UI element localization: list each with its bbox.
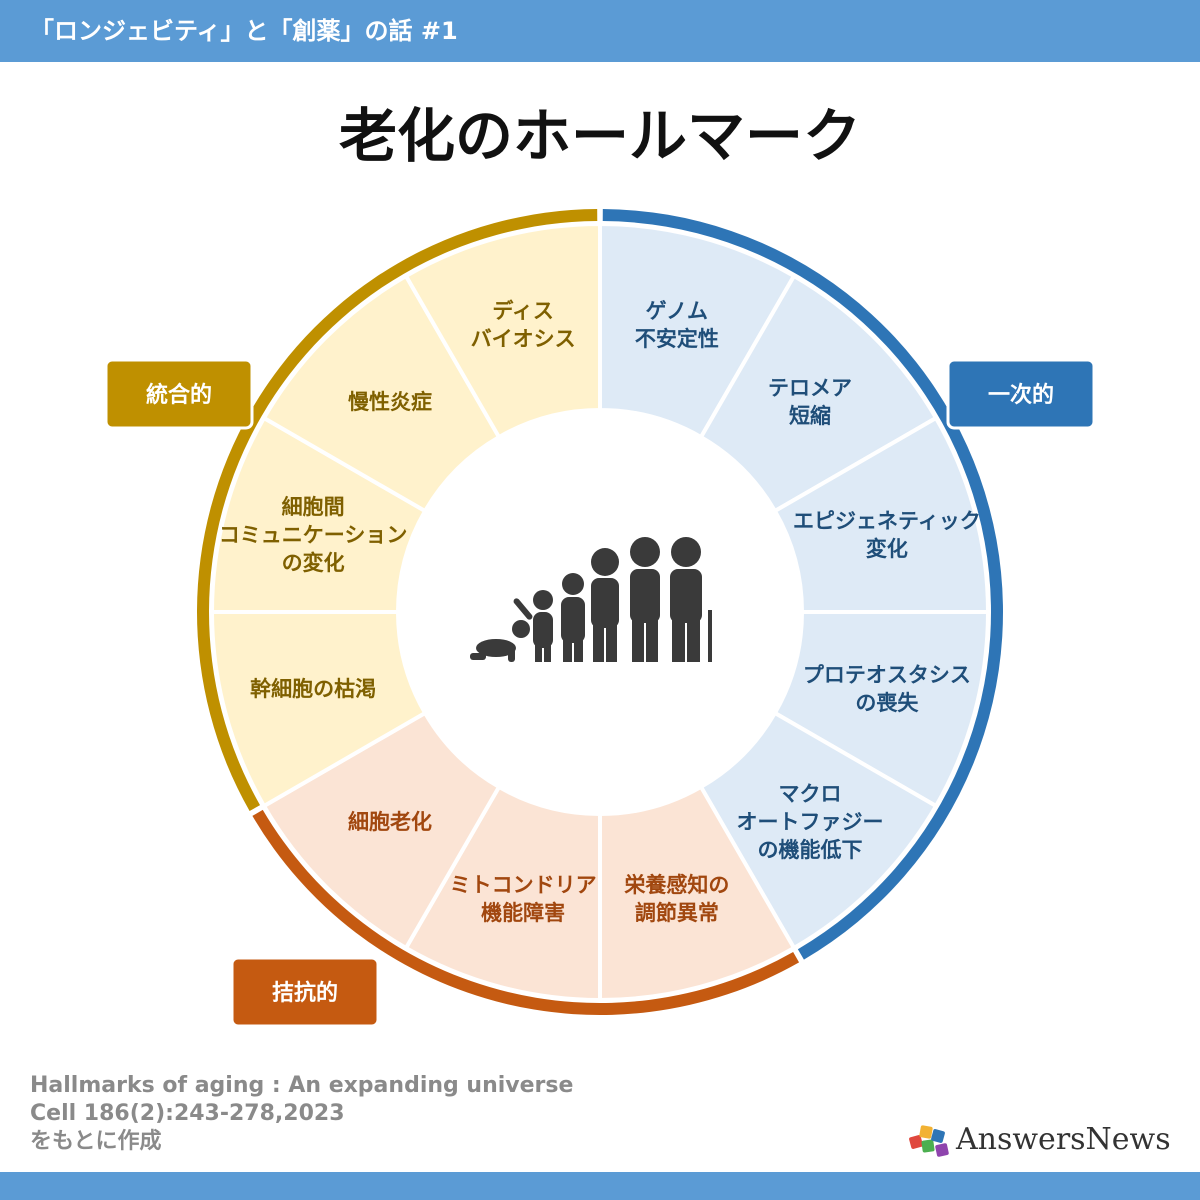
person-body [670,569,702,623]
person-body [561,597,585,643]
hallmark-label-line: 細胞間 [282,495,345,519]
person-body [630,569,660,623]
source-line-title: Hallmarks of aging : An expanding univer… [30,1073,574,1098]
header-bar: 「ロンジェビティ」と「創薬」の話 #1 [0,0,1200,62]
hallmark-label-line: ディス [492,299,554,323]
person-body [533,612,553,648]
antagonistic-tag [230,956,380,1028]
hallmark-label: プロテオスタシスの喪失 [803,663,971,715]
person-body [591,578,619,628]
hallmark-label-line: テロメア [768,376,852,400]
hallmark-label-line: エピジェネティック [793,509,981,533]
person-leg [593,622,604,662]
hallmark-label-line: ゲノム [646,299,708,323]
integrative-tag-label: 統合的 [146,382,212,408]
logo-text: AnswersNews [956,1122,1171,1157]
series-title: 「ロンジェビティ」と「創薬」の話 #1 [30,17,458,45]
hallmark-label-line: 調節異常 [635,901,719,925]
hallmark-label-line: 慢性炎症 [348,390,432,414]
hallmark-label-line: コミュニケーション [219,523,408,547]
hallmark-label: ディスバイオシス [471,299,576,351]
baby-body [476,639,516,657]
hallmark-label: テロメア短縮 [768,376,852,428]
hallmark-label-line: マクロ [779,782,842,806]
hallmark-label-line: 不安定性 [635,327,719,351]
puzzle-logo-icon [909,1125,949,1157]
person-head [671,537,701,567]
primary-tag-label: 一次的 [988,382,1054,408]
person-head [562,573,584,595]
hallmark-label: ゲノム不安定性 [635,299,719,351]
person-leg [687,617,700,662]
baby-leg [470,653,486,660]
person-head [591,548,619,576]
source-citation: Hallmarks of aging : An expanding univer… [30,1072,573,1156]
hallmark-label-line: プロテオスタシス [803,663,971,687]
hallmark-label: ミトコンドリア機能障害 [450,873,597,925]
hallmark-label: 細胞老化 [348,810,432,834]
person-leg [632,617,644,662]
hallmark-label: マクロオートファジーの機能低下 [737,782,884,862]
hallmark-label-line: 変化 [866,537,908,561]
person-leg [574,637,583,662]
page-title: 老化のホールマーク [338,102,861,170]
source-line-note: をもとに作成 [30,1129,162,1154]
person-leg [672,617,685,662]
hallmark-label-line: 栄養感知の [623,873,729,897]
walking-cane [708,610,712,662]
hallmark-label: エピジェネティック変化 [793,509,981,561]
hallmark-label: 慢性炎症 [348,390,432,414]
integrative-ring [197,209,598,812]
hallmark-label-line: 細胞老化 [348,810,432,834]
hallmark-segment [403,221,602,440]
hallmark-label-line: 短縮 [789,404,831,428]
hallmark-label-line: の喪失 [855,691,919,715]
hallmark-label-line: 機能障害 [481,901,565,925]
person-leg [535,642,542,662]
person-head [630,537,660,567]
child-arm [513,598,533,620]
source-line-journal: Cell 186(2):243-278,2023 [30,1101,345,1126]
person-leg [563,637,572,662]
person-leg [544,642,551,662]
person-leg [646,617,658,662]
baby-head [512,620,530,638]
answersnews-logo: AnswersNews [908,1116,1188,1166]
hallmark-label-line: オートファジー [737,810,884,834]
person-head [533,590,553,610]
person-leg [606,622,617,662]
baby-arm [508,646,515,662]
hallmark-label: 栄養感知の調節異常 [623,873,729,925]
hallmark-label-line: の機能低下 [758,838,863,862]
integrative-tag [104,358,254,430]
footer-bar [0,1172,1200,1200]
hallmark-label: 細胞間コミュニケーションの変化 [219,495,408,575]
aging-people-silhouette-icon [470,537,712,662]
hallmark-label: 幹細胞の枯渇 [250,677,376,701]
primary-tag [946,358,1096,430]
hallmark-label-line: バイオシス [471,327,576,351]
hallmark-label-line: ミトコンドリア [450,873,597,897]
hallmark-label-line: 幹細胞の枯渇 [250,677,376,701]
antagonistic-tag-label: 拮抗的 [272,980,338,1006]
hallmark-label-line: の変化 [282,551,345,575]
